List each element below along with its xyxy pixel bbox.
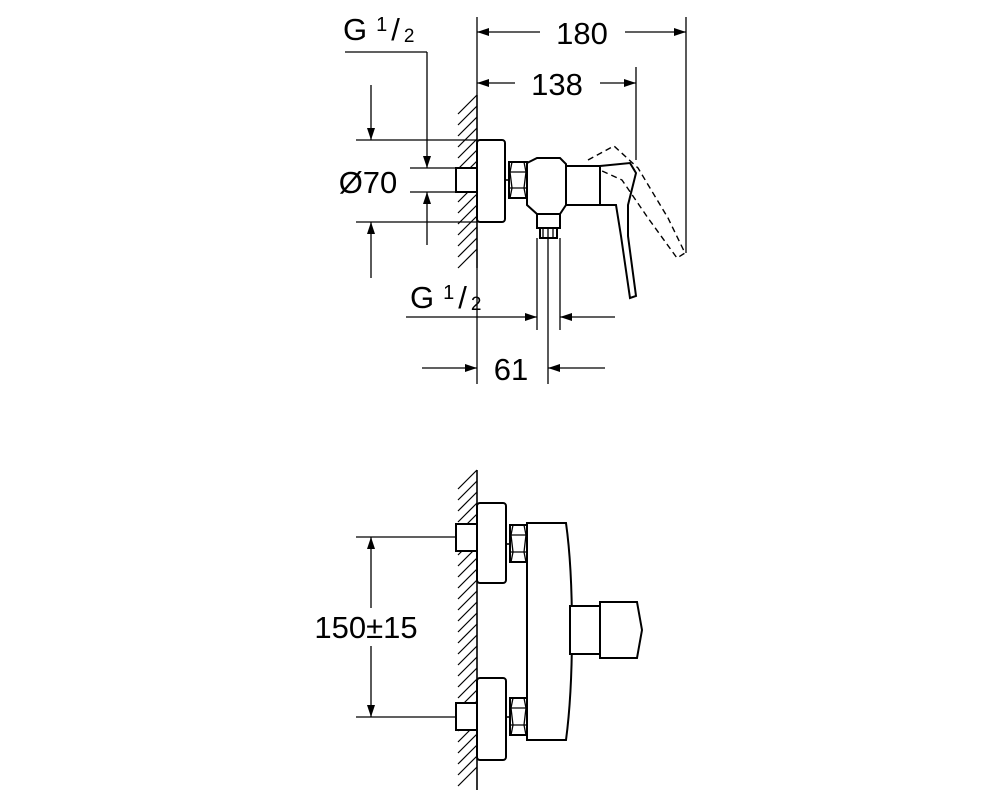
wall-hatch-line: [457, 105, 478, 126]
wall-hatch-line: [457, 94, 478, 115]
wall-hatch-line: [457, 204, 478, 225]
wall-hatch-line: [457, 215, 478, 236]
mixer-body-top: [526, 157, 567, 215]
wall-hatch-line: [457, 755, 478, 776]
dim-138: 138: [477, 67, 637, 160]
wall-hatch-line: [457, 590, 478, 611]
lower-connection: [455, 677, 528, 761]
wall-hatch-line: [457, 645, 478, 666]
lever-cap-front: [599, 601, 644, 659]
lever-raised-outline: [587, 145, 686, 259]
wall-hatch-line: [457, 612, 478, 633]
dim-61: 61: [422, 268, 605, 387]
wall-hatch-line: [457, 623, 478, 644]
wall-hatch-line: [457, 193, 478, 214]
wall-hatch-line: [457, 480, 478, 501]
wall-hatch-line: [457, 744, 478, 765]
wall-hatch-line: [457, 237, 478, 258]
wall-hatch-line: [457, 557, 478, 578]
wall-hatch-line: [457, 502, 478, 523]
wall-hatch-line: [457, 138, 478, 159]
hex-nut-top: [508, 161, 528, 199]
dim-centers-label: 150±15: [314, 610, 417, 645]
wall-hatch-line: [457, 568, 478, 589]
front-view: 150±15: [314, 469, 644, 790]
wall-hatch-line: [457, 601, 478, 622]
lever-stub-front: [569, 605, 601, 655]
dim-180: 180: [476, 16, 687, 253]
dim-diameter: Ø70: [339, 85, 477, 278]
wall-hatch-line: [457, 656, 478, 677]
wall-top: [457, 94, 478, 269]
wall-flange: [476, 139, 506, 223]
lever-handle: [599, 161, 638, 300]
thread-outlet-callout: G 1 / 2: [406, 280, 615, 321]
wall-hatch-line: [457, 634, 478, 655]
wall-hatch-line: [457, 149, 478, 170]
wall-hatch-line: [457, 226, 478, 247]
dim-centers: 150±15: [314, 536, 456, 718]
wall-hatch-line: [457, 116, 478, 137]
thread-outlet-label: G 1 / 2: [410, 280, 481, 315]
thread-inlet-label: G 1 / 2: [343, 12, 414, 47]
wall-hatch-line: [457, 733, 478, 754]
inlet-stub: [455, 167, 478, 193]
wall-hatch-line: [457, 127, 478, 148]
wall-front: [457, 469, 478, 790]
wall-hatch-line: [457, 678, 478, 699]
wall-hatch-line: [457, 469, 478, 490]
upper-connection: [455, 502, 528, 584]
dim-outlet-offset: 61: [494, 352, 528, 387]
dim-depth: 138: [531, 67, 583, 102]
top-view: 180 138 G 1 / 2: [339, 12, 687, 387]
wall-hatch-line: [457, 667, 478, 688]
outlet-fitting: [536, 213, 561, 239]
thread-inlet-callout: G 1 / 2: [343, 12, 456, 245]
wall-hatch-line: [457, 766, 478, 787]
lever-base: [565, 165, 601, 206]
wall-hatch-line: [457, 579, 478, 600]
mixer-body-front: [526, 522, 573, 741]
wall-hatch-line: [457, 491, 478, 512]
wall-hatch-line: [457, 248, 478, 269]
dim-overall-length: 180: [556, 16, 608, 51]
dim-diameter-label: Ø70: [339, 165, 398, 200]
